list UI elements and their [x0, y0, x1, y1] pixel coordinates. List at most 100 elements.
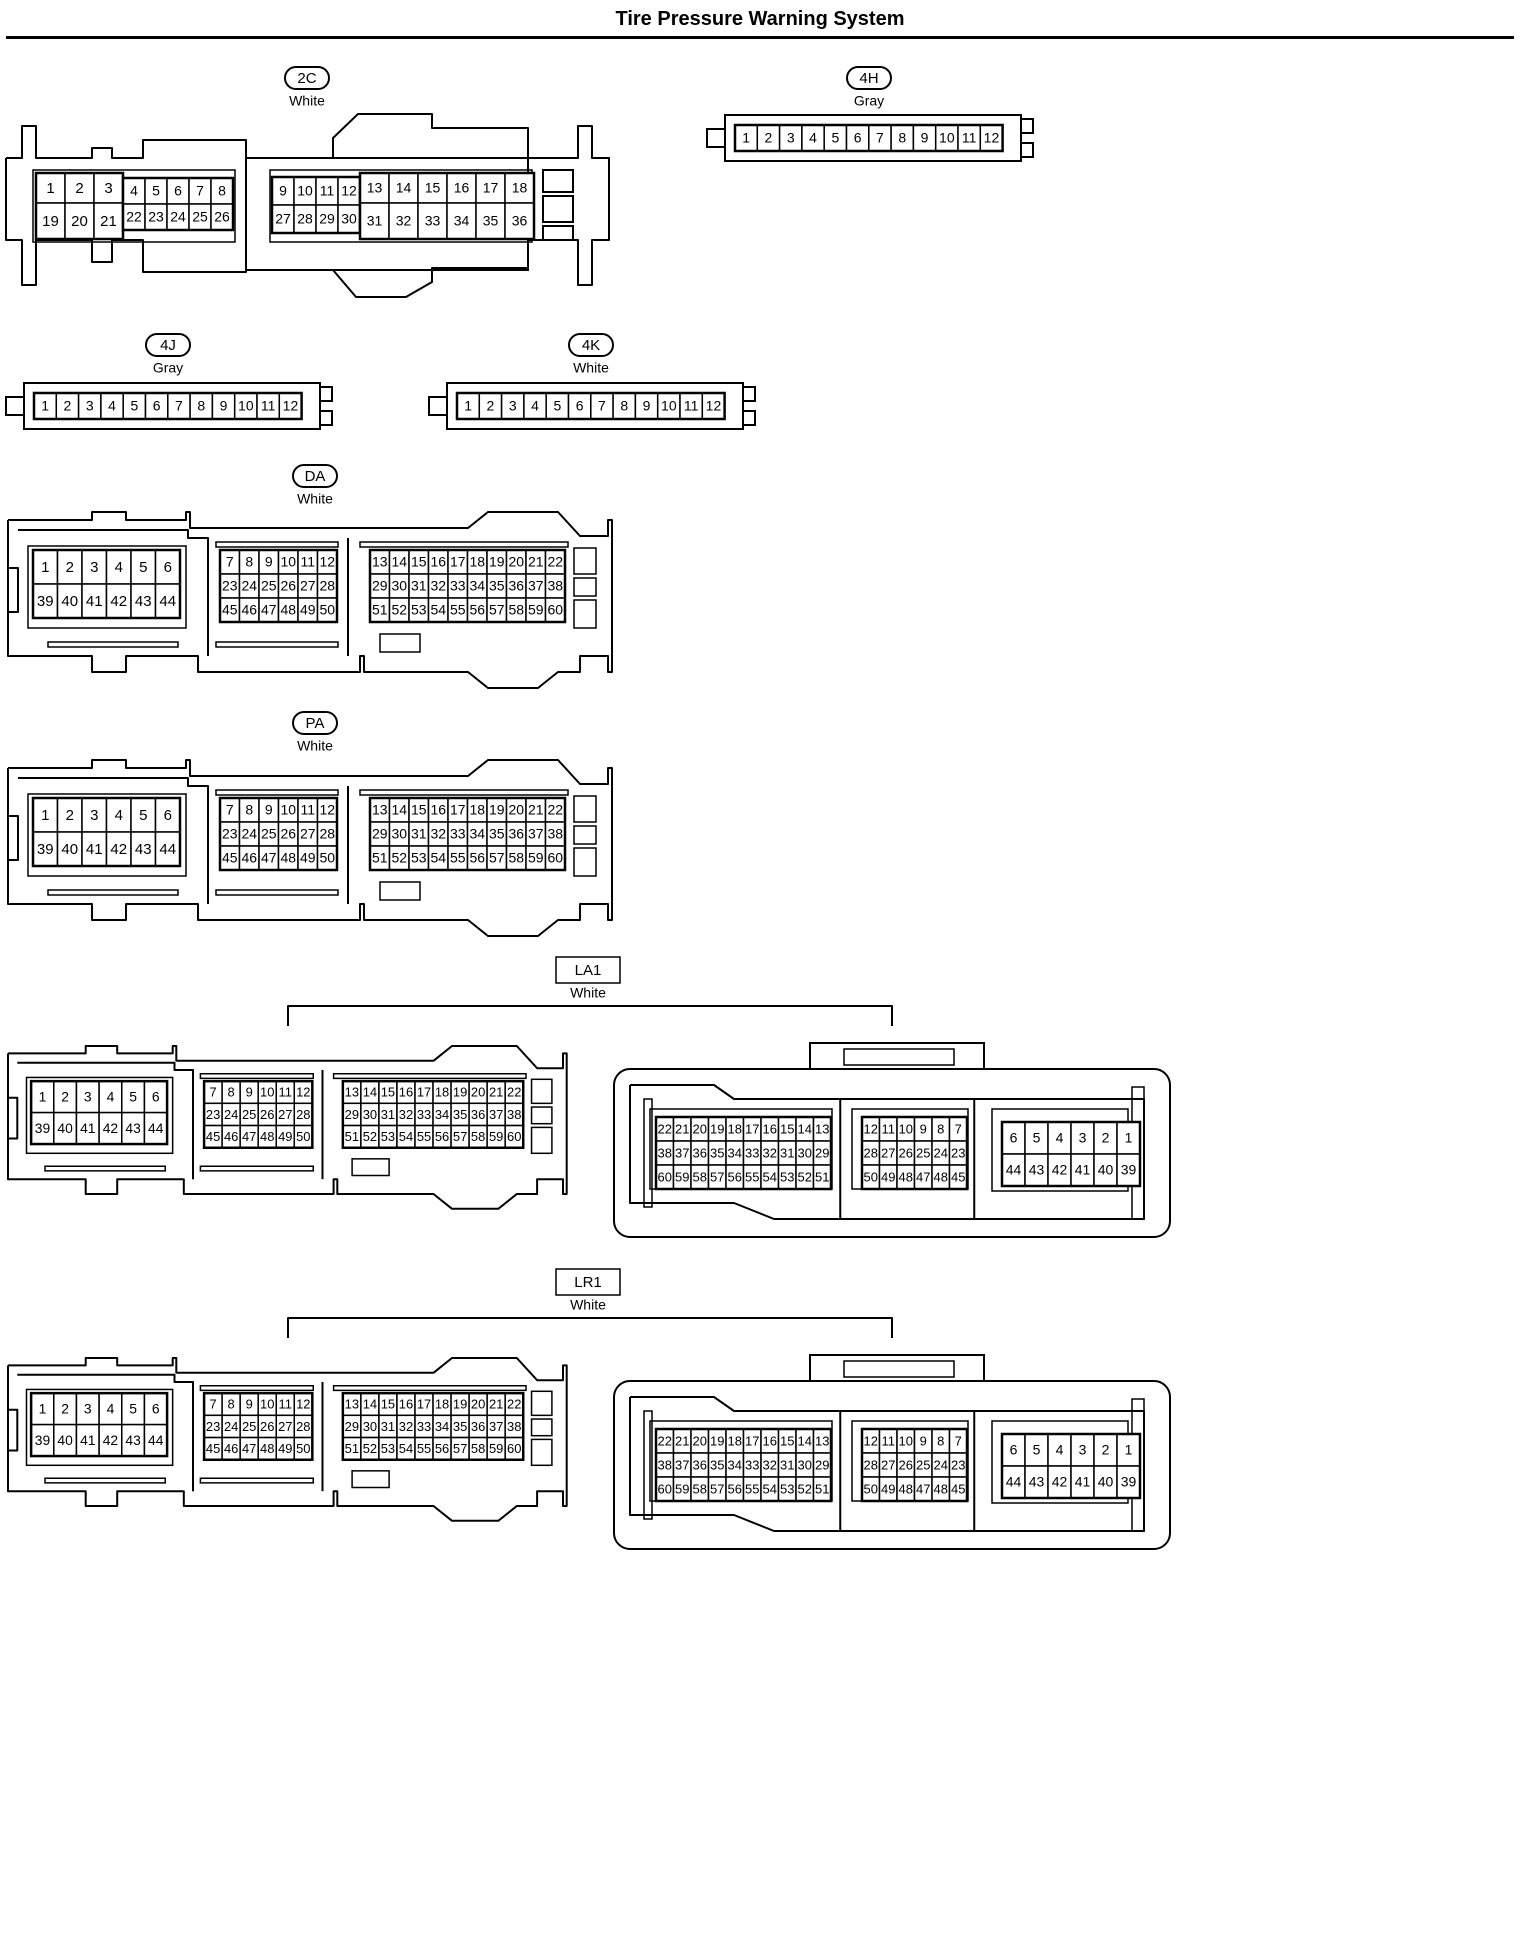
pin-number: 39	[37, 593, 54, 610]
pin-number: 7	[175, 398, 183, 414]
pin-number: 42	[1052, 1474, 1068, 1490]
pin-number: 11	[279, 1397, 292, 1412]
pin-number: 26	[260, 1107, 274, 1122]
pin-number: 14	[363, 1397, 377, 1412]
pin-number: 17	[745, 1121, 759, 1136]
pin-number: 43	[125, 1432, 141, 1448]
pin-number: 12	[984, 130, 1000, 146]
latch-slot	[573, 547, 597, 575]
pin-number: 15	[381, 1397, 395, 1412]
key-block	[351, 1158, 390, 1177]
housing-tab	[742, 410, 756, 426]
pin-number: 2	[61, 1089, 69, 1105]
connector-color: White	[573, 360, 609, 376]
pin-number: 56	[469, 850, 485, 866]
pin-number: 31	[381, 1419, 395, 1434]
pin-number: 45	[951, 1481, 965, 1496]
pin-number: 12	[864, 1433, 878, 1448]
latch-slot	[573, 599, 597, 629]
pin-number: 32	[763, 1457, 777, 1472]
pin-number: 5	[139, 559, 147, 576]
pin-number: 48	[260, 1441, 274, 1456]
pin-number: 30	[798, 1145, 812, 1160]
pin-number: 2	[75, 180, 83, 197]
pin-number: 44	[159, 593, 176, 610]
pin-number: 10	[939, 130, 955, 146]
pin-number: 2	[66, 559, 74, 576]
pin-number: 31	[411, 826, 427, 842]
pin-number: 25	[916, 1145, 930, 1160]
pin-number: 8	[228, 1085, 235, 1100]
pin-cell	[81, 583, 108, 619]
pin-number: 31	[780, 1457, 794, 1472]
connector-color: White	[297, 738, 333, 754]
pin-number: 1	[41, 398, 49, 414]
pin-number: 55	[450, 602, 466, 618]
housing-notch	[8, 567, 19, 613]
pin-number: 53	[381, 1441, 395, 1456]
pin-number: 17	[417, 1397, 431, 1412]
pin-number: 5	[1033, 1130, 1041, 1146]
pin-number: 6	[174, 183, 182, 199]
connector-id: PA	[306, 715, 325, 732]
pin-number: 3	[509, 398, 517, 414]
pin-number: 11	[279, 1085, 292, 1100]
pin-number: 52	[363, 1129, 377, 1144]
pin-number: 28	[296, 1107, 310, 1122]
guide-rail	[47, 889, 179, 896]
pin-number: 21	[528, 802, 544, 818]
pin-number: 47	[242, 1129, 256, 1144]
pin-cell	[154, 583, 181, 619]
pin-number: 27	[881, 1457, 895, 1472]
male-60-pin-housing	[7, 511, 613, 689]
pin-number: 31	[367, 213, 383, 229]
pin-number: 11	[882, 1433, 896, 1448]
cavity-outline	[27, 545, 187, 629]
pin-group-border	[860, 1427, 969, 1503]
pin-number: 31	[381, 1107, 395, 1122]
pin-number: 54	[430, 602, 446, 618]
pin-number: 58	[693, 1169, 707, 1184]
latch-slot	[530, 1126, 553, 1155]
pin-number: 43	[1029, 1474, 1045, 1490]
mating-bracket-line	[287, 1317, 893, 1338]
pin-number: 23	[222, 826, 238, 842]
pin-number: 51	[345, 1441, 359, 1456]
guide-rail	[199, 1477, 314, 1484]
latch-slot	[542, 195, 574, 223]
pin-number: 14	[798, 1433, 812, 1448]
pin-number: 12	[319, 802, 335, 818]
pin-number: 23	[148, 209, 164, 225]
pin-number: 27	[278, 1419, 292, 1434]
pin-number: 8	[245, 554, 253, 570]
pin-number: 13	[372, 554, 388, 570]
connector-color: White	[570, 1297, 606, 1313]
pin-number: 28	[296, 1419, 310, 1434]
pin-number: 2	[64, 398, 72, 414]
pin-number: 18	[435, 1397, 449, 1412]
pin-number: 47	[242, 1441, 256, 1456]
pin-number: 20	[693, 1121, 707, 1136]
guide-rail	[47, 641, 179, 648]
pin-cell	[93, 202, 124, 240]
pin-number: 29	[345, 1107, 359, 1122]
pin-number: 12	[296, 1397, 310, 1412]
pin-number: 11	[882, 1121, 896, 1136]
pin-number: 1	[46, 180, 54, 197]
pin-number: 52	[391, 602, 407, 618]
housing-outline	[7, 511, 613, 689]
pin-number: 46	[241, 850, 257, 866]
pin-number: 43	[135, 841, 152, 858]
pin-number: 48	[280, 850, 296, 866]
pin-number: 23	[206, 1107, 220, 1122]
latch-slot	[530, 1418, 553, 1437]
pin-number: 51	[345, 1129, 359, 1144]
housing-rib	[973, 1098, 976, 1220]
pin-number: 2	[1102, 1442, 1110, 1458]
